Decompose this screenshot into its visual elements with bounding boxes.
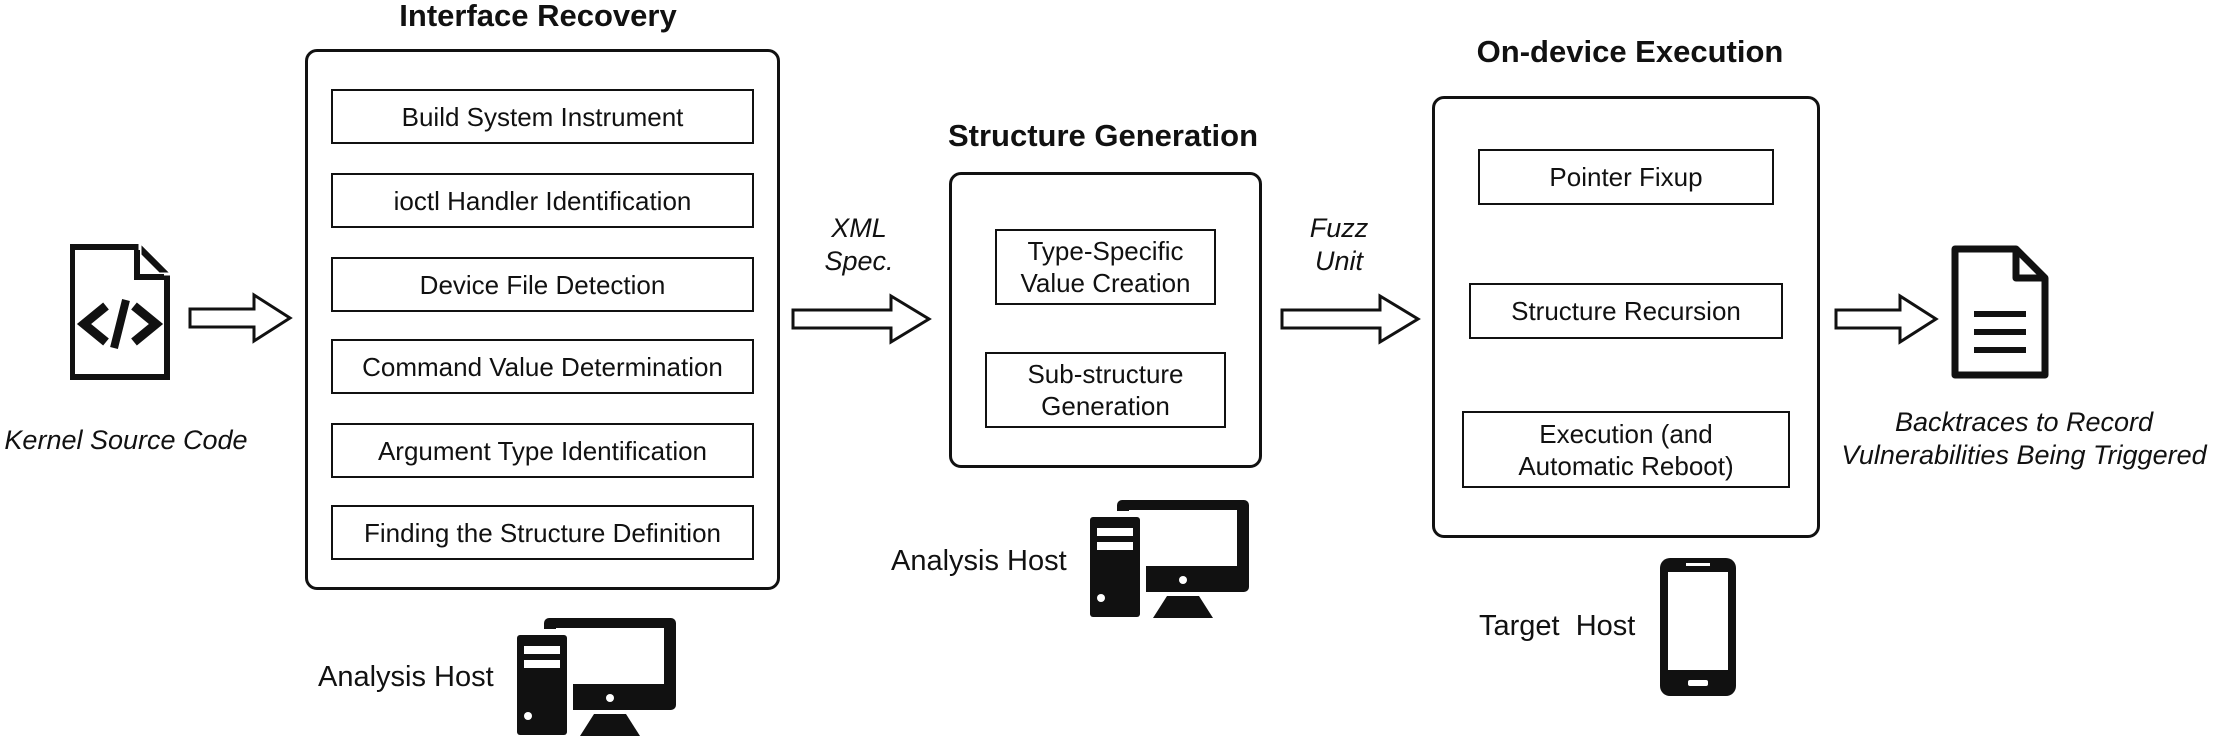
analysis-host-label-1: Analysis Host bbox=[318, 661, 494, 693]
arrow-right-icon bbox=[188, 292, 293, 344]
output-line2: Vulnerabilities Being Triggered bbox=[1841, 440, 2207, 470]
desktop-computer-icon bbox=[1084, 500, 1249, 621]
fuzz-unit-line1: Fuzz bbox=[1309, 213, 1369, 243]
step-command-value-determination: Command Value Determination bbox=[331, 339, 754, 394]
step-structure-recursion: Structure Recursion bbox=[1469, 283, 1783, 339]
structure-generation-title: Structure Generation bbox=[947, 118, 1259, 153]
step-argument-type-identification: Argument Type Identification bbox=[331, 423, 754, 478]
step-finding-structure-definition: Finding the Structure Definition bbox=[331, 505, 754, 560]
step-type-specific-value-creation: Type-Specific Value Creation bbox=[995, 229, 1216, 305]
xml-spec-label: XML Spec. bbox=[804, 212, 914, 278]
output-line1: Backtraces to Record bbox=[1894, 407, 2154, 437]
xml-spec-line1: XML bbox=[831, 213, 887, 243]
sub-structure-line1: Sub-structure bbox=[1027, 359, 1184, 389]
sub-structure-line2: Generation bbox=[1041, 391, 1170, 421]
smartphone-icon bbox=[1660, 558, 1736, 696]
document-icon bbox=[1951, 245, 2049, 379]
arrow-right-icon bbox=[1834, 293, 1939, 345]
step-pointer-fixup: Pointer Fixup bbox=[1478, 149, 1774, 205]
analysis-host-label-2: Analysis Host bbox=[891, 545, 1067, 577]
step-device-file-detection: Device File Detection bbox=[331, 257, 754, 312]
type-specific-line1: Type-Specific bbox=[1027, 236, 1184, 266]
desktop-computer-icon bbox=[511, 618, 676, 738]
step-execution-automatic-reboot: Execution (and Automatic Reboot) bbox=[1462, 411, 1790, 488]
step-sub-structure-generation: Sub-structure Generation bbox=[985, 352, 1226, 428]
fuzz-unit-line2: Unit bbox=[1314, 246, 1363, 276]
fuzz-unit-label: Fuzz Unit bbox=[1284, 212, 1394, 278]
source-label: Kernel Source Code bbox=[4, 425, 248, 455]
step-ioctl-handler-identification: ioctl Handler Identification bbox=[331, 173, 754, 228]
target-host-label: Target Host bbox=[1479, 610, 1636, 642]
code-file-icon bbox=[70, 244, 170, 380]
arrow-right-icon bbox=[791, 293, 932, 345]
step-build-system-instrument: Build System Instrument bbox=[331, 89, 754, 144]
interface-recovery-title: Interface Recovery bbox=[399, 0, 677, 33]
on-device-execution-title: On-device Execution bbox=[1476, 34, 1784, 69]
output-label: Backtraces to Record Vulnerabilities Bei… bbox=[1828, 406, 2220, 472]
execution-line2: Automatic Reboot) bbox=[1518, 450, 1734, 481]
execution-line1: Execution (and bbox=[1539, 418, 1713, 449]
xml-spec-line2: Spec. bbox=[824, 246, 894, 276]
type-specific-line2: Value Creation bbox=[1020, 268, 1191, 298]
arrow-right-icon bbox=[1280, 293, 1421, 345]
